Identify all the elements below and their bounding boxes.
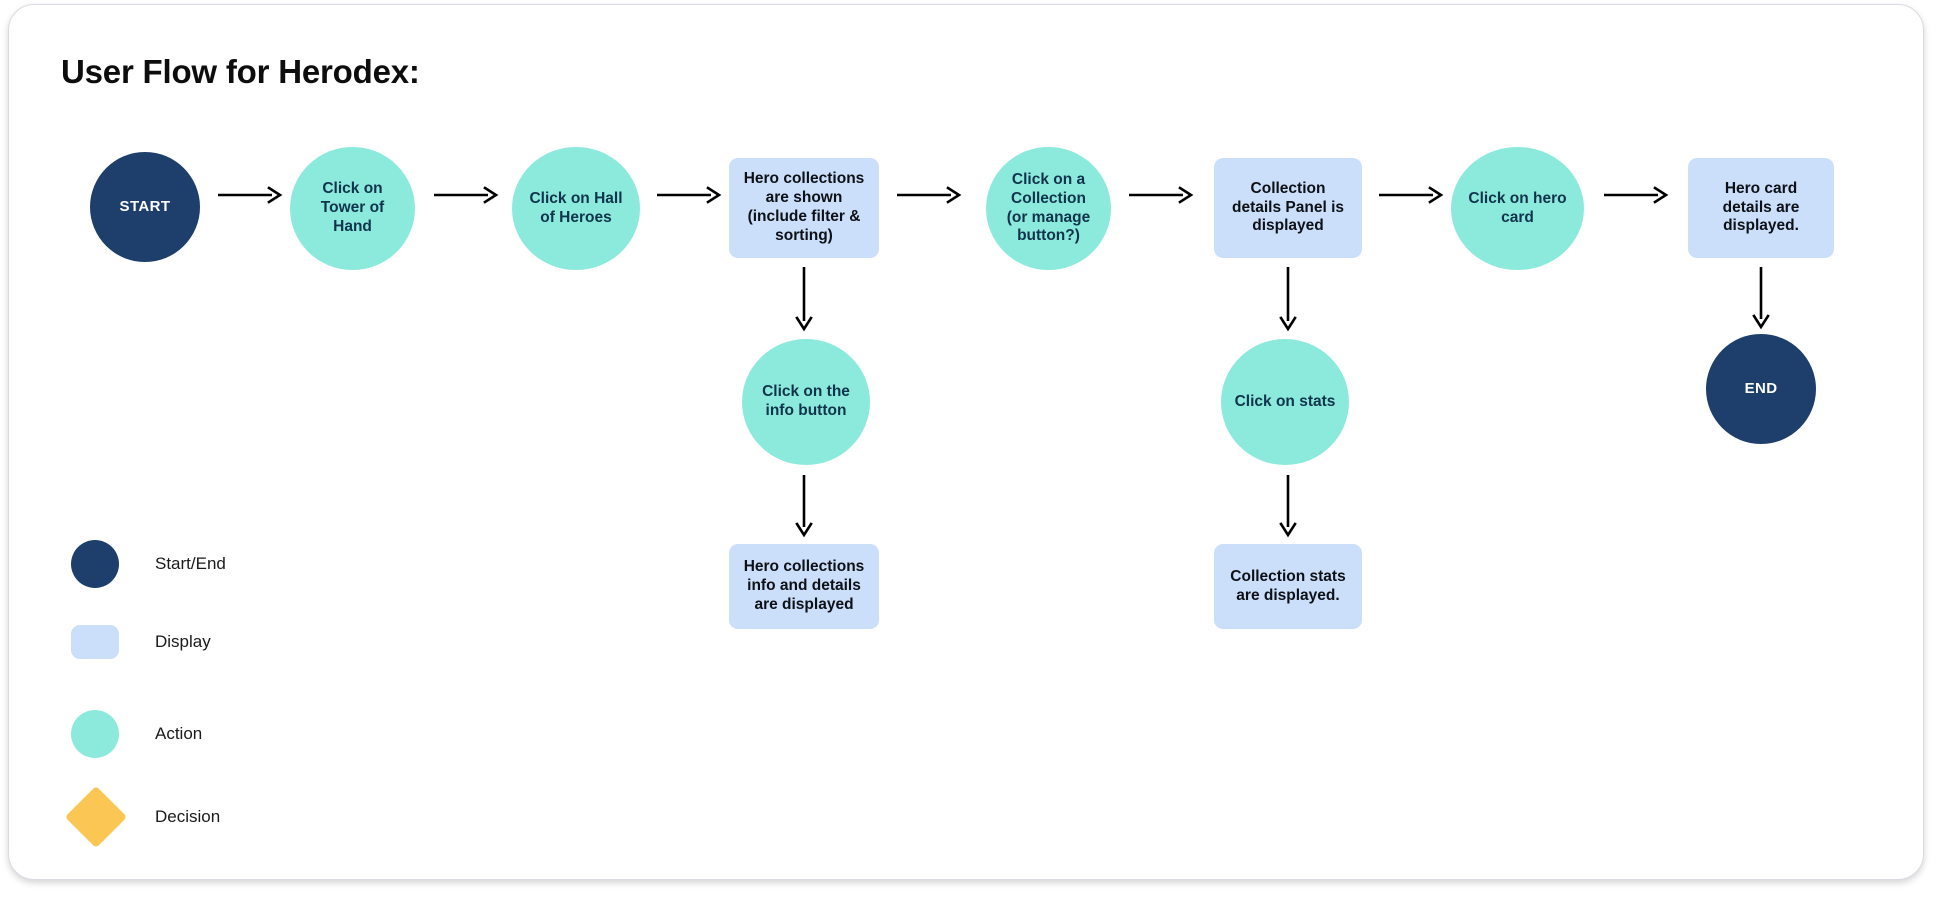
flow-arrow-click-to-panel [1129,185,1195,205]
flowchart-canvas: User Flow for Herodex: START Click on Tow… [9,5,1923,879]
flow-node-click-info-button[interactable]: Click on the info button [742,339,870,465]
legend-swatch-display [71,625,119,659]
flow-arrow-tower-to-hall [434,185,500,205]
legend-swatch-decision [64,785,128,849]
flow-node-tower-of-hand[interactable]: Click on Tower of Hand [290,147,415,270]
flow-arrow-stats-to-stats-box [1278,475,1298,539]
page-title: User Flow for Herodex: [61,53,420,90]
legend-item-display: Display [71,625,211,659]
flow-arrow-start-to-tower [218,185,284,205]
flowchart-card: User Flow for Herodex: START Click on Tow… [8,4,1924,880]
legend-item-start-end: Start/End [71,540,226,588]
legend-item-action: Action [71,710,202,758]
flow-node-click-hero-card[interactable]: Click on hero card [1451,147,1584,270]
flow-node-hero-collections[interactable]: Hero collections are shown (include filt… [729,158,879,258]
flow-arrow-panel-to-stats [1278,267,1298,333]
flow-arrow-hall-to-collections [657,185,723,205]
flow-node-collection-panel[interactable]: Collection details Panel is displayed [1214,158,1362,258]
legend-swatch-start-end [71,540,119,588]
flow-node-start[interactable]: START [90,152,200,262]
legend-label-start-end: Start/End [155,554,226,573]
legend-label-action: Action [155,724,203,743]
legend-swatch-action [71,710,119,758]
flow-arrow-panel-to-hero-card [1379,185,1445,205]
flow-node-collections-info[interactable]: Hero collections info and details are di… [729,544,879,629]
flow-arrow-info-button-to-info-box [794,475,814,539]
legend-item-decision: Decision [64,785,221,849]
flow-arrow-collections-to-info-button [794,267,814,333]
flow-node-hall-of-heroes[interactable]: Click on Hall of Heroes [512,147,640,270]
flow-node-click-collection[interactable]: Click on a Collection (or manage button?… [986,147,1111,270]
flow-arrow-collections-to-click [897,185,963,205]
flow-arrow-hero-card-to-details [1604,185,1670,205]
flow-node-click-stats[interactable]: Click on stats [1221,339,1349,465]
flow-node-collection-stats[interactable]: Collection stats are displayed. [1214,544,1362,629]
flow-arrow-details-to-end [1751,267,1771,331]
flow-node-hero-card-details[interactable]: Hero card details are displayed. [1688,158,1834,258]
flow-node-end[interactable]: END [1706,334,1816,444]
legend-label-display: Display [155,632,211,651]
legend-label-decision: Decision [155,807,221,826]
